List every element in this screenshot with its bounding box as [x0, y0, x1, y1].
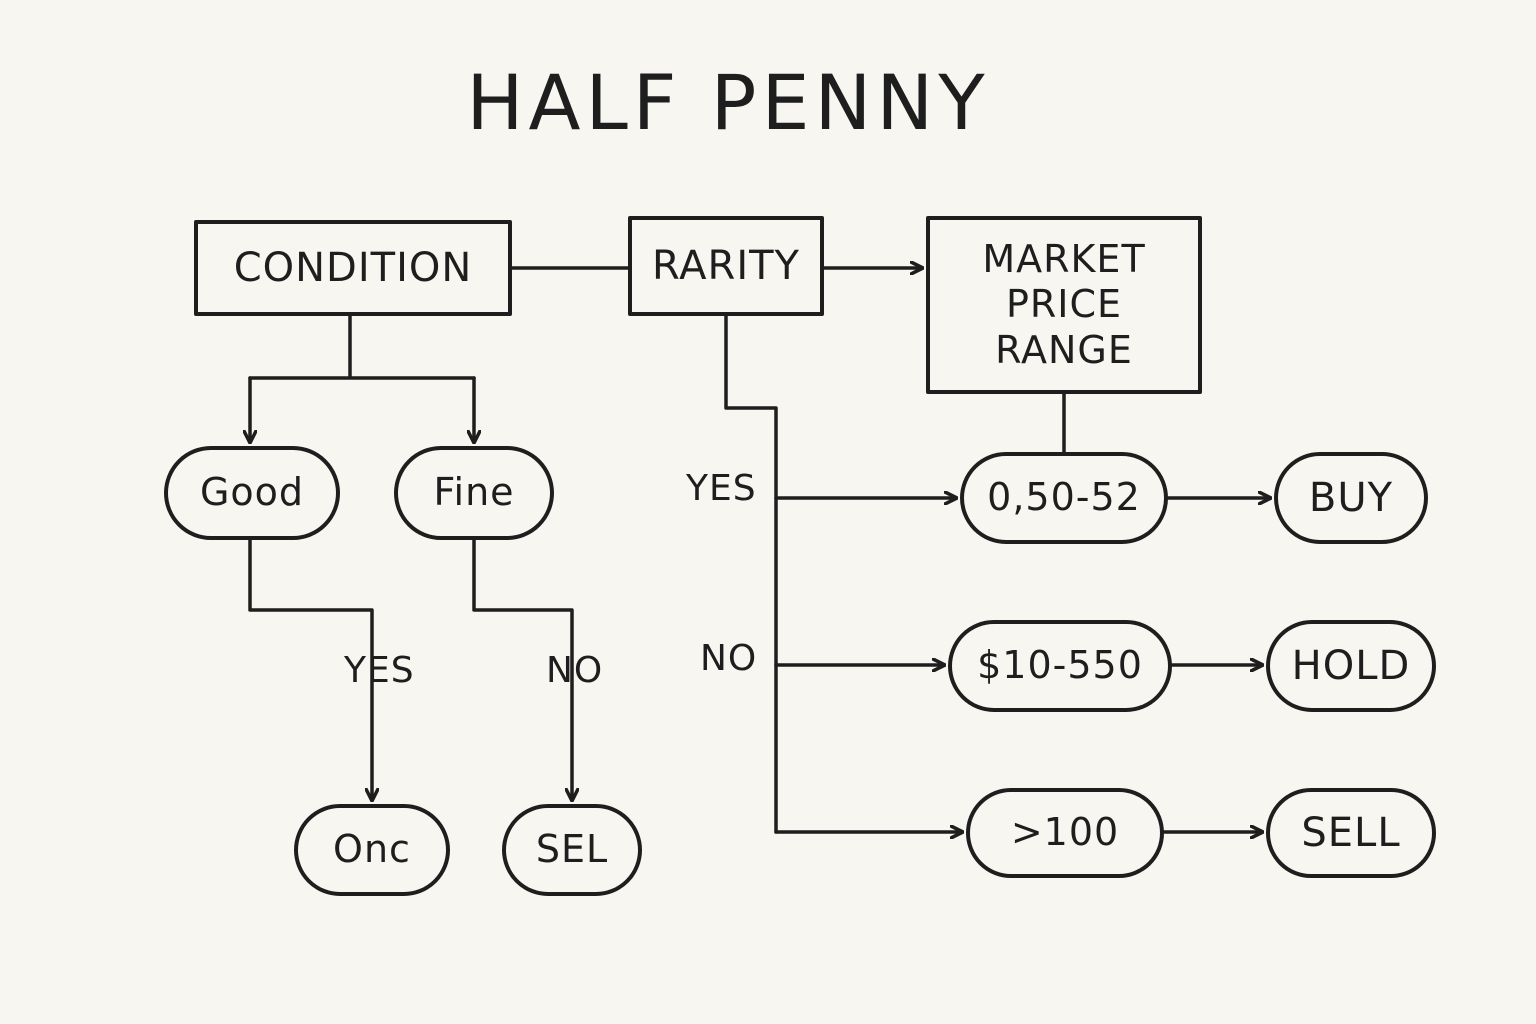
- node-sell-label: SELL: [1301, 810, 1401, 856]
- node-buy: BUY: [1274, 452, 1428, 544]
- edge-label-left-no: NO: [546, 650, 604, 691]
- edge-good-onc: [248, 538, 372, 800]
- node-market-label: MARKET PRICE RANGE: [982, 236, 1146, 372]
- node-fine: Fine: [394, 446, 554, 540]
- node-range-1: 0,50-52: [960, 452, 1168, 544]
- node-hold-label: HOLD: [1291, 643, 1411, 689]
- edge-label-right-yes: YES: [686, 468, 757, 509]
- edge-label-left-yes: YES: [344, 650, 415, 691]
- node-condition-label: CONDITION: [233, 245, 473, 291]
- node-range-3: >100: [966, 788, 1164, 878]
- node-range-2-label: $10-550: [977, 643, 1143, 688]
- node-rarity: RARITY: [628, 216, 824, 316]
- node-rarity-label: RARITY: [652, 243, 800, 289]
- node-condition: CONDITION: [194, 220, 512, 316]
- node-good: Good: [164, 446, 340, 540]
- node-buy-label: BUY: [1308, 475, 1394, 521]
- node-sel-label: SEL: [535, 827, 609, 872]
- node-range-3-label: >100: [1010, 810, 1120, 855]
- edge-condition-split: [248, 314, 476, 380]
- node-good-label: Good: [199, 470, 305, 515]
- node-hold: HOLD: [1266, 620, 1436, 712]
- node-sell: SELL: [1266, 788, 1436, 878]
- diagram-title: HALF PENNY: [466, 58, 990, 147]
- node-market-price-range: MARKET PRICE RANGE: [926, 216, 1202, 394]
- node-fine-label: Fine: [433, 470, 515, 515]
- node-onc: Onc: [294, 804, 450, 896]
- edge-label-right-no: NO: [700, 638, 758, 679]
- node-range-1-label: 0,50-52: [987, 475, 1141, 520]
- node-sel: SEL: [502, 804, 642, 896]
- edge-fine-sel: [472, 538, 572, 800]
- node-range-2: $10-550: [948, 620, 1172, 712]
- node-onc-label: Onc: [333, 827, 411, 872]
- edge-rarity-trunk: [724, 314, 778, 834]
